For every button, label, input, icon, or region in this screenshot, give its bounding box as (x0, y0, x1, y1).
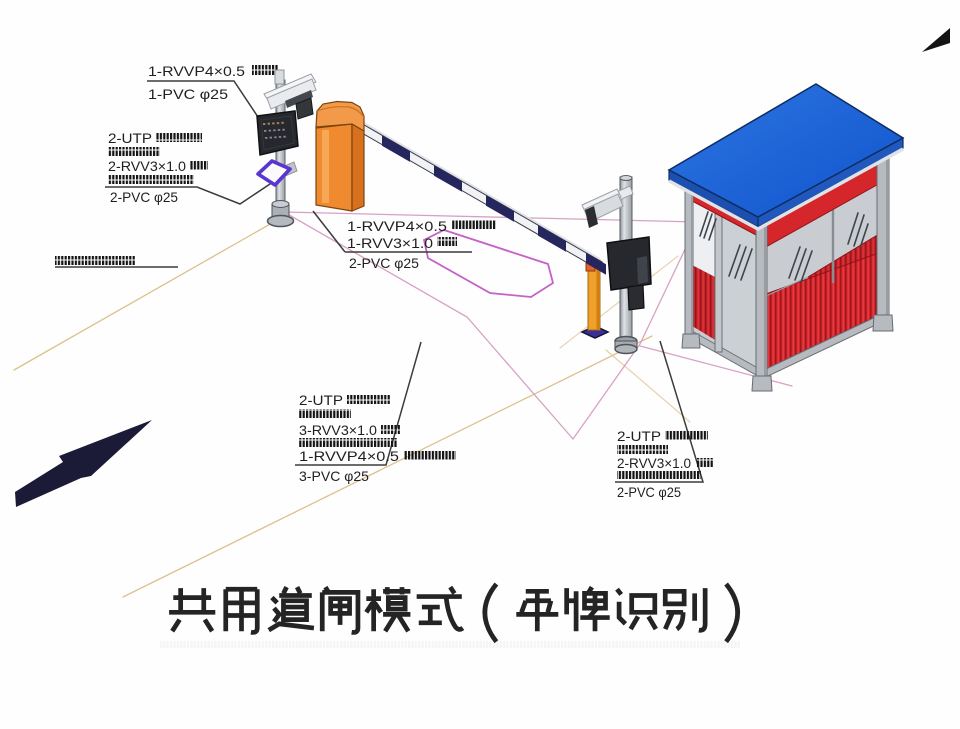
svg-text:1-PVC φ25: 1-PVC φ25 (148, 86, 228, 102)
svg-text:2-PVC φ25: 2-PVC φ25 (110, 189, 178, 205)
svg-text:2-PVC φ25: 2-PVC φ25 (617, 484, 681, 500)
svg-text:2-UTP: 2-UTP (299, 392, 343, 408)
svg-text:2-PVC φ25: 2-PVC φ25 (349, 255, 419, 271)
svg-text:2-RVV3×1.0: 2-RVV3×1.0 (617, 455, 691, 471)
svg-text:2-RVV3×1.0: 2-RVV3×1.0 (108, 158, 186, 174)
svg-text:2-UTP: 2-UTP (108, 130, 152, 146)
svg-text:1-RVVP4×0.5: 1-RVVP4×0.5 (347, 218, 447, 234)
svg-text:3-PVC φ25: 3-PVC φ25 (299, 468, 369, 484)
svg-text:1-RVVP4×0.5: 1-RVVP4×0.5 (148, 63, 245, 79)
svg-text:1-RVV3×1.0: 1-RVV3×1.0 (347, 235, 433, 251)
svg-text:1-RVVP4×0.5: 1-RVVP4×0.5 (299, 448, 399, 464)
svg-text:2-UTP: 2-UTP (617, 428, 661, 444)
svg-text:3-RVV3×1.0: 3-RVV3×1.0 (299, 422, 377, 438)
